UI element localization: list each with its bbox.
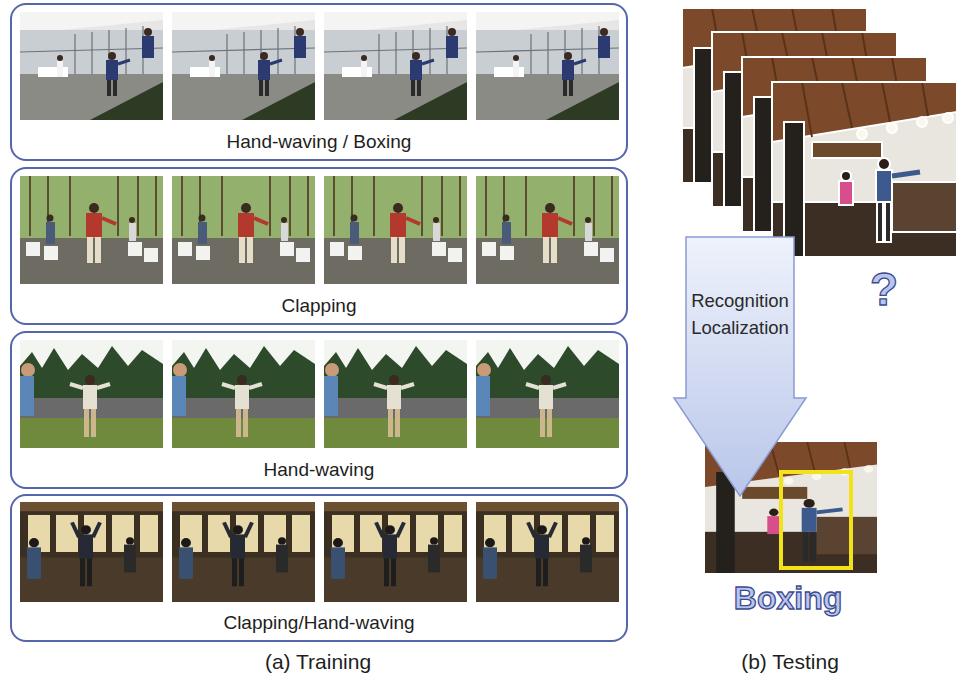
training-panel: Clapping/Hand-waving — [10, 494, 628, 642]
node-text: Recognition Localization — [672, 288, 808, 342]
node-text: Clapping — [282, 295, 357, 317]
node-text: Hand-waving — [264, 459, 375, 481]
node-text: Hand-waving / Boxing — [227, 131, 412, 153]
process-arrow: Recognition Localization — [672, 236, 808, 498]
panel-caption: (a) Training — [208, 650, 428, 674]
question-mark: ? — [774, 262, 966, 316]
training-panel: Hand-waving — [10, 331, 628, 489]
result-label: Boxing — [678, 580, 898, 617]
arrow-shape — [672, 236, 808, 498]
node-text: Clapping/Hand-waving — [223, 612, 414, 634]
panel-caption: (b) Testing — [680, 650, 900, 674]
training-panel: Hand-waving / Boxing — [10, 3, 628, 161]
training-panel: Clapping — [10, 167, 628, 325]
